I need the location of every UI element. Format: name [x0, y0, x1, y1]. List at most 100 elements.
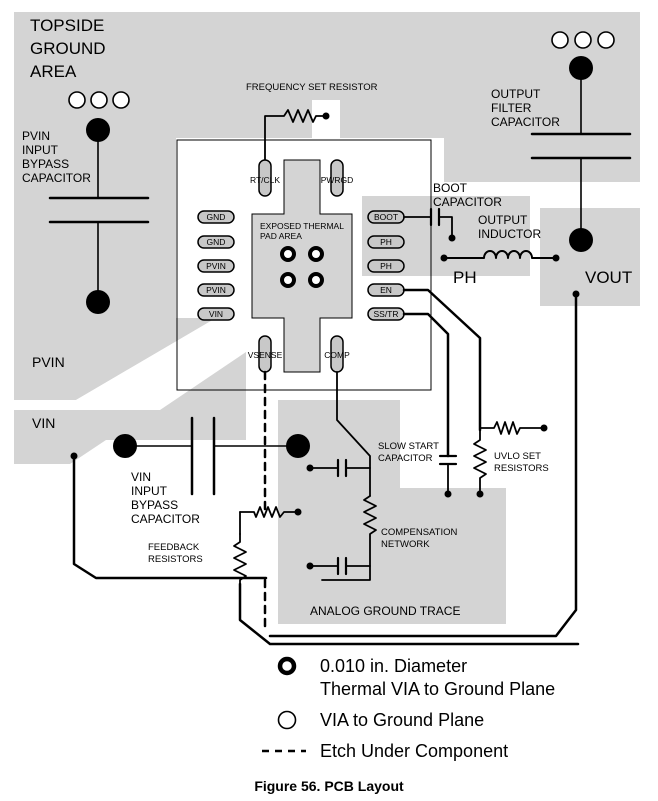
feedback-gnd-trace [238, 582, 580, 646]
vin-cap-label-1: VIN [131, 470, 151, 484]
pvin-area-label: PVIN [32, 354, 65, 370]
uvlo-label-1: UVLO SET [494, 451, 541, 462]
via-icon [597, 31, 615, 49]
thermal-via-icon [308, 272, 324, 288]
output-filter-capacitor [530, 56, 632, 252]
area-divider [14, 318, 246, 410]
pad-dot [113, 434, 137, 458]
via-legend-icon [277, 710, 297, 730]
via-icon [574, 31, 592, 49]
pin-comp: COMP [324, 350, 350, 360]
inductor-label-1: OUTPUT [478, 213, 528, 227]
pin-vin: VIN [209, 309, 223, 319]
thermal-via-icon [280, 272, 296, 288]
vin-bypass-capacitor [113, 416, 310, 496]
comp-label-1: COMPENSATION [381, 527, 457, 538]
frequency-set-resistor [264, 109, 330, 169]
out-cap-label-1: OUTPUT [491, 87, 541, 101]
out-cap-label-3: CAPACITOR [491, 115, 560, 129]
ss-tr-trace [402, 312, 450, 458]
inductor-label-2: INDUCTOR [478, 227, 541, 241]
thermal-via-icon [280, 246, 296, 262]
compensation-network [306, 371, 377, 581]
analog-ground-label: ANALOG GROUND TRACE [310, 604, 460, 618]
pad-dot [569, 228, 593, 252]
pvin-cap-label-2: INPUT [22, 143, 59, 157]
via-icon [112, 91, 130, 109]
via-group-right [551, 31, 615, 49]
thermal-via-icon [308, 246, 324, 262]
vout-label: VOUT [585, 268, 632, 287]
pin-gnd-1: GND [207, 212, 226, 222]
comp-label-2: NETWORK [381, 539, 430, 550]
legend-via: VIA to Ground Plane [320, 710, 484, 730]
pin-ph-2: PH [380, 261, 392, 271]
uvlo-resistors [473, 421, 548, 498]
boot-cap-label-1: BOOT [433, 181, 468, 195]
legend-thermal-1: 0.010 in. Diameter [320, 656, 467, 676]
topside-label-3: AREA [30, 62, 77, 81]
pin-ph-1: PH [380, 237, 392, 247]
vin-cap-label-4: CAPACITOR [131, 512, 200, 526]
pin-pvin-1: PVIN [206, 261, 226, 271]
topside-label-2: GROUND [30, 39, 106, 58]
topside-ground-area [14, 12, 640, 262]
legend-thermal-2: Thermal VIA to Ground Plane [320, 679, 555, 699]
bottom-pins [258, 335, 344, 373]
boot-capacitor [403, 207, 456, 242]
pvin-cap-label-4: CAPACITOR [22, 171, 91, 185]
pvin-area [14, 262, 216, 400]
vin-area-label: VIN [32, 415, 55, 431]
vin-trace [72, 454, 268, 580]
pvin-cap-label-1: PVIN [22, 129, 50, 143]
via-group-left [68, 91, 130, 109]
output-inductor [440, 250, 560, 262]
out-cap-label-2: FILTER [491, 101, 532, 115]
right-pins: BOOT PH PH EN SS/TR [367, 210, 405, 321]
vin-cap-label-2: INPUT [131, 484, 168, 498]
pin-pwrgd: PWRGD [321, 175, 354, 185]
ss-cap-label-1: SLOW START [378, 441, 439, 452]
pvin-cap-label-3: BYPASS [22, 157, 69, 171]
via-icon [68, 91, 86, 109]
ic-outline [176, 139, 432, 391]
pvin-bypass-capacitor [48, 118, 150, 314]
via-icon [551, 31, 569, 49]
thermal-vias [280, 246, 324, 288]
topside-label-1: TOPSIDE [30, 16, 104, 35]
pad-dot [286, 434, 310, 458]
pin-boot: BOOT [374, 212, 398, 222]
en-trace [402, 288, 482, 432]
copper-areas [14, 12, 640, 624]
feedback-resistors [233, 506, 302, 585]
pin-rt-clk: RT/CLK [250, 175, 280, 185]
exposed-thermal-pad [251, 159, 353, 373]
via-icon [90, 91, 108, 109]
pin-en: EN [380, 285, 392, 295]
pad-dot [86, 290, 110, 314]
feedback-label-1: FEEDBACK [148, 542, 200, 553]
thermal-via-legend-icon [277, 656, 297, 676]
top-pins [258, 159, 344, 197]
pin-gnd-2: GND [207, 237, 226, 247]
pin-pvin-2: PVIN [206, 285, 226, 295]
thermal-pad-label-1: EXPOSED THERMAL [260, 221, 344, 231]
vout-sense-trace [268, 292, 578, 638]
freq-resistor-label: FREQUENCY SET RESISTOR [246, 82, 378, 93]
pad-dot [86, 118, 110, 142]
uvlo-label-2: RESISTORS [494, 463, 549, 474]
left-pins: GND GND PVIN PVIN VIN [197, 210, 235, 321]
slow-start-capacitor [438, 454, 458, 498]
figure-caption: Figure 56. PCB Layout [254, 778, 404, 794]
ph-label: PH [453, 268, 477, 287]
legend-etch: Etch Under Component [320, 741, 508, 761]
feedback-label-2: RESISTORS [148, 554, 203, 565]
pad-dot [569, 56, 593, 80]
vin-cap-label-3: BYPASS [131, 498, 178, 512]
legend: 0.010 in. Diameter Thermal VIA to Ground… [262, 656, 555, 761]
ss-cap-label-2: CAPACITOR [378, 453, 433, 464]
vin-area [14, 352, 246, 464]
pin-vsense: VSENSE [248, 350, 283, 360]
pin-ss-tr: SS/TR [373, 309, 398, 319]
